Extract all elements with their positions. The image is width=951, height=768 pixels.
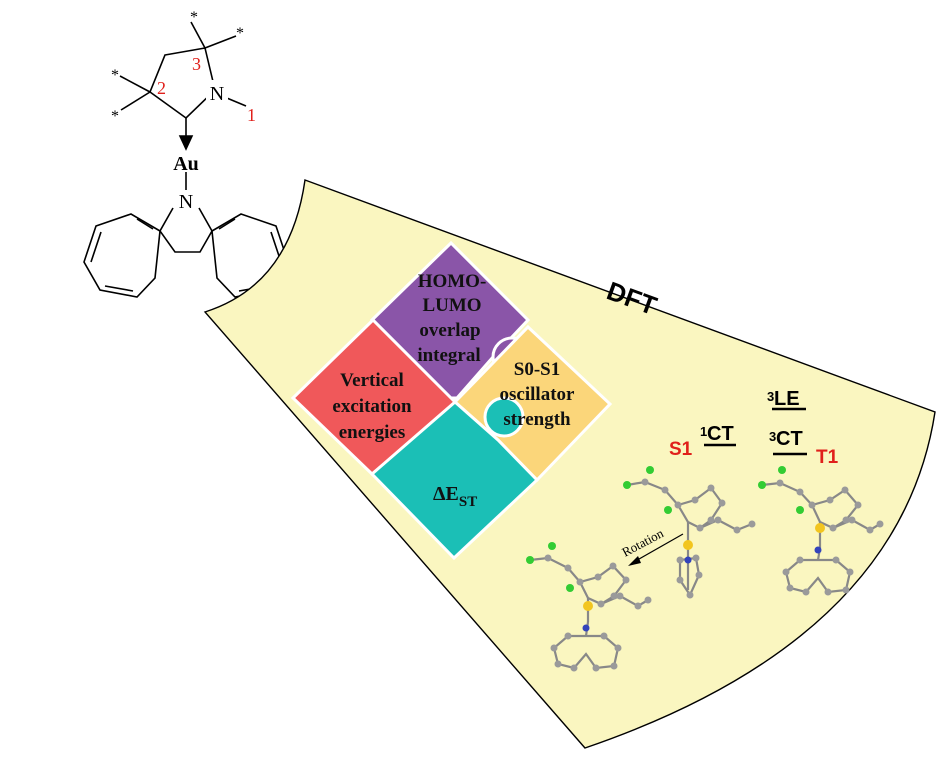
aromatic-double-bond xyxy=(218,218,236,230)
methyl-bond xyxy=(119,75,151,93)
molecular-model-rotated xyxy=(526,542,652,672)
ct1-label: CT xyxy=(707,423,734,445)
vertical-line-3: energies xyxy=(339,422,405,443)
puzzle-knob xyxy=(483,396,525,438)
pyrrolidine-ring xyxy=(149,47,216,120)
dative-arrowhead xyxy=(178,135,194,151)
delta-est-label: ΔEST xyxy=(433,483,477,510)
homo-lumo-line-3: overlap xyxy=(419,320,480,341)
position-label-2: 2 xyxy=(157,78,166,98)
rotation-arrowhead xyxy=(628,556,641,566)
carbazole-five-ring xyxy=(159,207,213,253)
ct1-superscript: 1 xyxy=(700,424,707,439)
puzzle xyxy=(290,240,613,561)
methyl-star: * xyxy=(111,67,119,84)
delta-est-main: ΔE xyxy=(433,483,459,505)
t1-label: T1 xyxy=(816,447,839,468)
ring-nitrogen-bg xyxy=(206,80,228,102)
methyl-star: * xyxy=(236,25,244,42)
ct3-superscript: 3 xyxy=(769,429,776,444)
molecular-model-t1 xyxy=(758,466,884,596)
puzzle-piece-delta-est xyxy=(369,400,540,561)
homo-lumo-line-2: LUMO xyxy=(422,295,481,316)
methyl-star: * xyxy=(190,9,198,26)
s1-label: S1 xyxy=(669,439,693,460)
s0s1-line-3: strength xyxy=(503,409,571,430)
s0s1-line-2: oscillator xyxy=(500,384,575,405)
ring-nitrogen-label: N xyxy=(210,83,224,105)
position-label-3: 3 xyxy=(192,54,201,74)
vertical-line-2: excitation xyxy=(332,396,412,417)
s0s1-line-1: S0-S1 xyxy=(514,359,560,380)
gold-atom-label: Au xyxy=(173,153,199,175)
carbazole-left-ring xyxy=(83,213,161,298)
position-label-1: 1 xyxy=(247,105,256,125)
rotation-arrow xyxy=(631,533,684,564)
methyl-star: * xyxy=(111,108,119,125)
molecular-model-s1 xyxy=(623,466,756,599)
delta-est-subscript: ST xyxy=(459,494,477,510)
ct3-label: CT xyxy=(776,428,803,450)
methyl-bond xyxy=(204,35,237,49)
le3-superscript: 3 xyxy=(767,389,774,404)
le3-label: LE xyxy=(774,388,800,410)
carbazole-nitrogen-label: N xyxy=(179,191,193,213)
homo-lumo-line-4: integral xyxy=(417,345,480,366)
methyl-bond xyxy=(120,91,151,111)
methyl-bond xyxy=(190,21,206,49)
aromatic-double-bond xyxy=(90,231,102,263)
homo-lumo-line-1: HOMO- xyxy=(418,271,487,292)
aromatic-double-bond xyxy=(104,285,134,292)
vertical-line-1: Vertical xyxy=(340,370,404,391)
aromatic-double-bond xyxy=(136,218,154,230)
